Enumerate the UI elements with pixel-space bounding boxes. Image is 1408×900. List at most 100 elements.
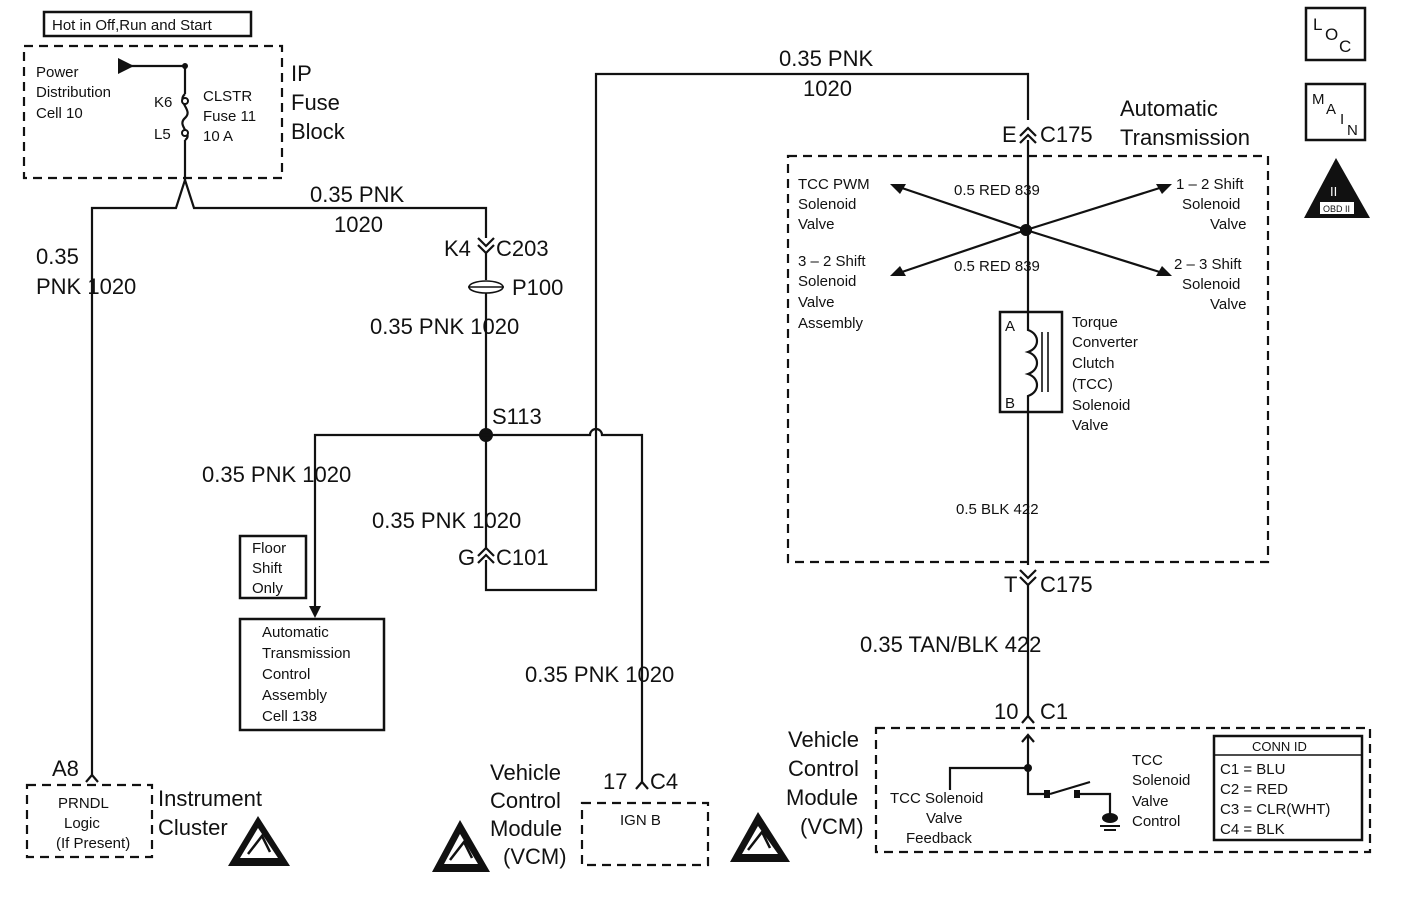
esd-warning-icon — [432, 820, 490, 872]
tcc-pwm-line-3: Valve — [798, 216, 834, 233]
c1-connector-icon — [1021, 714, 1035, 724]
ign-b-label: IGN B — [620, 812, 661, 829]
top-right-circuit: 1020 — [803, 76, 852, 101]
main-icon[interactable]: M A I N — [1304, 82, 1367, 142]
c4-connector-icon — [635, 780, 649, 790]
vcm-right-line-3: Module — [786, 785, 858, 810]
vcm-feed-label: 0.35 PNK 1020 — [525, 662, 674, 687]
conn-id-row: C4 = BLK — [1220, 821, 1285, 838]
shift-32-arrow-icon — [890, 266, 906, 276]
main-letter-n: N — [1347, 122, 1358, 139]
shift-12-line-3: Valve — [1210, 216, 1246, 233]
fuse-rating: 10 A — [203, 128, 233, 145]
wire-to-floor-shift — [313, 433, 486, 612]
vcm-right-outline — [874, 726, 1372, 854]
driver-wire — [1026, 768, 1046, 796]
shift-12-arrow-icon — [1156, 184, 1172, 194]
obd-ii-icon[interactable]: II OBD II — [1304, 158, 1370, 218]
floor-shift-note-box — [238, 534, 308, 600]
vcm-left-line-1: Vehicle — [490, 760, 561, 785]
shift-32-line-2: Solenoid — [798, 273, 856, 290]
fuse-name: CLSTR — [203, 88, 252, 105]
power-dist-line-3: Cell 10 — [36, 105, 83, 122]
top-branch-circuit: 1020 — [334, 212, 383, 237]
main-letter-m: M — [1312, 91, 1325, 108]
prndl-outline — [25, 783, 154, 859]
pin-b-label: B — [1005, 395, 1015, 412]
auto-trans-line-1: Automatic — [1120, 96, 1218, 121]
shift-23-line-2: Solenoid — [1182, 276, 1240, 293]
tcc-control-line-2: Solenoid — [1132, 772, 1190, 789]
vcm-right-line-1: Vehicle — [788, 727, 859, 752]
loc-icon[interactable]: L O C — [1304, 6, 1367, 62]
top-branch-label: 0.35 PNK — [310, 182, 404, 207]
vcm-left-line-3: Module — [490, 816, 562, 841]
atca-box — [238, 617, 386, 732]
prndl-line-2: Logic — [64, 815, 100, 832]
power-dist-line-1: Power — [36, 64, 79, 81]
e-label: E — [1002, 122, 1017, 147]
wire-to-c203 — [183, 179, 488, 238]
wire-to-c175 — [484, 72, 1030, 592]
tcc-control-line-4: Control — [1132, 813, 1180, 830]
auto-trans-line-2: Transmission — [1120, 125, 1250, 150]
loc-letter-o: O — [1325, 25, 1338, 44]
floor-arrow-icon — [309, 606, 321, 618]
wire-shift-12 — [1025, 184, 1167, 232]
top-right-label: 0.35 PNK — [779, 46, 873, 71]
floor-shift-line-2: Shift — [252, 560, 283, 577]
prndl-line-1: PRNDL — [58, 795, 109, 812]
atca-line-3: Control — [262, 666, 310, 683]
loc-letter-l: L — [1313, 15, 1322, 34]
tan-blk-label: 0.35 TAN/BLK 422 — [860, 632, 1041, 657]
obd-numeral: II — [1330, 184, 1337, 199]
ground-wire — [1080, 792, 1112, 814]
c175-top-connector-icon — [1019, 126, 1037, 144]
left-wire-gauge: 0.35 — [36, 244, 79, 269]
atca-line-1: Automatic — [262, 624, 329, 641]
tcc-line-3: Clutch — [1072, 355, 1115, 372]
feedback-wire — [948, 766, 1028, 790]
c1-label: C1 — [1040, 699, 1068, 724]
power-note-box — [42, 10, 253, 38]
red-upper-label: 0.5 RED 839 — [954, 182, 1040, 199]
a8-connector-icon — [85, 773, 99, 783]
shift-32-line-4: Assembly — [798, 315, 864, 332]
shift-12-line-1: 1 – 2 Shift — [1176, 176, 1244, 193]
pin-l5-dot — [181, 129, 189, 137]
s113-label: S113 — [492, 404, 542, 429]
loc-letter-c: C — [1339, 37, 1351, 56]
tcc-line-5: Solenoid — [1072, 397, 1130, 414]
blk-label: 0.5 BLK 422 — [956, 501, 1039, 518]
conn-id-box — [1212, 734, 1364, 842]
switch-arm-icon — [1049, 780, 1091, 796]
tcc-line-2: Converter — [1072, 334, 1138, 351]
conn-id-title: CONN ID — [1252, 739, 1307, 754]
pin-17-label: 17 — [603, 769, 627, 794]
conn-id-row: C3 = CLR(WHT) — [1220, 801, 1330, 818]
conn-id-row: C2 = RED — [1220, 781, 1288, 798]
vcm-left-outline — [580, 801, 710, 867]
atca-line-2: Transmission — [262, 645, 351, 662]
tcc-feedback-line-2: Valve — [926, 810, 962, 827]
g-label: G — [458, 545, 475, 570]
t-label: T — [1004, 572, 1017, 597]
tcc-control-line-1: TCC — [1132, 752, 1163, 769]
red-lower-label: 0.5 RED 839 — [954, 258, 1040, 275]
a8-label: A8 — [52, 756, 79, 781]
vcm-left-line-4: (VCM) — [503, 844, 567, 869]
wire-to-cluster — [90, 179, 187, 775]
wire-tcc-pwm — [895, 184, 1027, 232]
shift-23-line-3: Valve — [1210, 296, 1246, 313]
c175-top-label: C175 — [1040, 122, 1093, 147]
p100-label: P100 — [512, 275, 563, 300]
c203-connector-icon — [477, 237, 495, 255]
fuse-block-title-2: Fuse — [291, 90, 340, 115]
shift-32-line-3: Valve — [798, 294, 834, 311]
tcc-pwm-line-2: Solenoid — [798, 196, 856, 213]
cluster-line-1: Instrument — [158, 786, 262, 811]
vcm-right-line-4: (VCM) — [800, 814, 864, 839]
c101-connector-icon — [477, 546, 495, 564]
tcc-feedback-line-3: Feedback — [906, 830, 972, 847]
c175-bottom-label: C175 — [1040, 572, 1093, 597]
